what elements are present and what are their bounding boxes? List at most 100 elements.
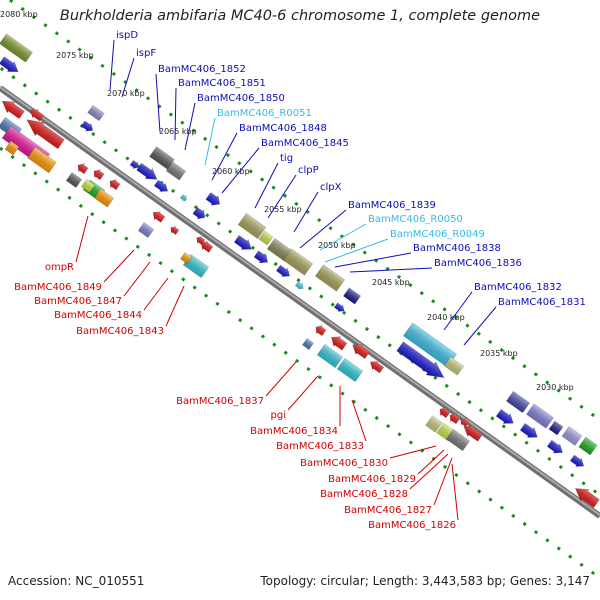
gene-arrow-reverse: [196, 236, 206, 246]
gene-label-forward: ispD: [116, 30, 138, 41]
gene-block: [302, 338, 314, 350]
gene-label-reverse: BamMC406_1847: [34, 296, 122, 307]
callout-line: [165, 285, 185, 327]
gene-block: [27, 146, 57, 174]
gene-arrow-reverse: [463, 425, 483, 442]
gene-arrow-reverse: [152, 211, 166, 223]
gene-block: [548, 420, 564, 436]
gene-arrow-reverse: [1, 100, 25, 120]
gene-arrow-forward: [233, 234, 252, 250]
gene-block: [314, 264, 346, 292]
gene-block: [445, 428, 471, 452]
gene-label-forward: BamMC406_1851: [178, 78, 266, 89]
gene-arrow-forward: [179, 194, 187, 202]
kbp-marker: 2055 kbp: [264, 205, 302, 214]
gene-arrow-reverse: [460, 418, 470, 428]
gene-arrow-forward: [495, 408, 514, 424]
gene-label-reverse: BamMC406_1844: [54, 310, 142, 321]
gene-label-reverse: BamMC406_1834: [250, 426, 338, 437]
gene-arrow-reverse: [93, 169, 105, 181]
callout-line: [211, 132, 238, 181]
kbp-marker: 2065 kbp: [159, 127, 197, 136]
gene-arrow-forward: [129, 159, 139, 169]
callout-line: [319, 223, 367, 251]
backbone: [0, 85, 600, 519]
accession-text: Accession: NC_010551: [8, 574, 145, 588]
callout-line: [221, 147, 260, 194]
gene-label-forward: BamMC406_1852: [158, 64, 246, 75]
kbp-marker: 2035 kbp: [480, 349, 518, 358]
gene-label-reverse: BamMC406_1843: [76, 326, 164, 337]
gene-callouts: ispDispFBamMC406_1852BamMC406_1851BamMC4…: [14, 30, 586, 531]
gene-label-forward: BamMC406_R0051: [217, 108, 312, 119]
gene-arrow-forward: [569, 454, 585, 467]
callout-line: [443, 291, 473, 331]
gene-label-forward: BamMC406_1836: [434, 258, 522, 269]
gene-block: [342, 287, 362, 305]
genome-meta-text: Topology: circular; Length: 3,443,583 bp…: [260, 574, 590, 588]
callout-line: [174, 87, 177, 141]
gene-block: [180, 252, 192, 264]
gene-label-forward: BamMC406_1848: [239, 123, 327, 134]
gene-arrow-reverse: [77, 163, 89, 175]
callout-line: [265, 361, 297, 397]
gene-label-reverse: BamMC406_1837: [176, 396, 264, 407]
callout-line: [103, 249, 135, 283]
gene-label-forward: BamMC406_1832: [474, 282, 562, 293]
gene-arrow-forward: [275, 264, 291, 277]
gene-arrow-reverse: [315, 325, 327, 337]
callout-line: [184, 102, 196, 151]
callout-line: [155, 73, 161, 133]
gene-arrow-forward: [333, 302, 345, 312]
callout-line: [451, 463, 459, 521]
gene-block: [137, 222, 155, 238]
gene-label-forward: clpP: [298, 165, 319, 176]
callout-line: [287, 375, 319, 411]
gene-arrow-reverse: [200, 241, 214, 253]
gene-arrow-reverse: [352, 344, 371, 360]
callout-line: [75, 215, 89, 263]
gene-arrow-reverse: [29, 109, 45, 122]
gene-block: [526, 403, 554, 429]
gene-label-reverse: pgi: [271, 410, 286, 421]
kbp-marker: 2075 kbp: [56, 51, 94, 60]
callout-line: [351, 399, 367, 442]
gene-label-forward: BamMC406_R0049: [390, 229, 485, 240]
gene-block: [266, 237, 294, 263]
callout-line: [143, 277, 169, 311]
gene-block: [237, 212, 267, 240]
gene-arrow-forward: [546, 439, 563, 454]
gene-arrow-forward: [80, 120, 94, 132]
gene-block: [93, 188, 115, 208]
gene-block: [316, 343, 344, 369]
gene-label-reverse: BamMC406_1826: [368, 520, 456, 531]
gene-label-forward: BamMC406_R0050: [368, 214, 463, 225]
gene-arrow-reverse: [109, 179, 121, 191]
gene-label-reverse: BamMC406_1833: [276, 441, 364, 452]
callout-line: [123, 261, 151, 297]
track-line: [9, 0, 600, 422]
gene-block: [80, 179, 96, 193]
kbp-marker: 2030 kbp: [536, 383, 574, 392]
gene-label-forward: BamMC406_1831: [498, 297, 586, 308]
gene-block: [578, 436, 598, 456]
gene-label-forward: tig: [280, 153, 293, 164]
callout-line: [204, 117, 216, 166]
callout-line: [417, 449, 445, 475]
gene-arrow-forward: [294, 281, 304, 290]
callout-line: [109, 39, 115, 91]
map-title: Burkholderia ambifaria MC40-6 chromosome…: [59, 8, 541, 24]
gene-arrow-forward: [253, 250, 269, 264]
gene-arrow-forward: [136, 162, 158, 180]
kbp-marker: 2050 kbp: [318, 241, 356, 250]
kbp-marker: 2040 kbp: [427, 313, 465, 322]
gene-block: [336, 357, 364, 383]
callout-line: [254, 162, 279, 209]
gene-arrow-reverse: [439, 407, 451, 419]
gene-label-forward: BamMC406_1838: [413, 243, 501, 254]
callout-line: [293, 191, 319, 233]
callout-line: [433, 457, 453, 506]
